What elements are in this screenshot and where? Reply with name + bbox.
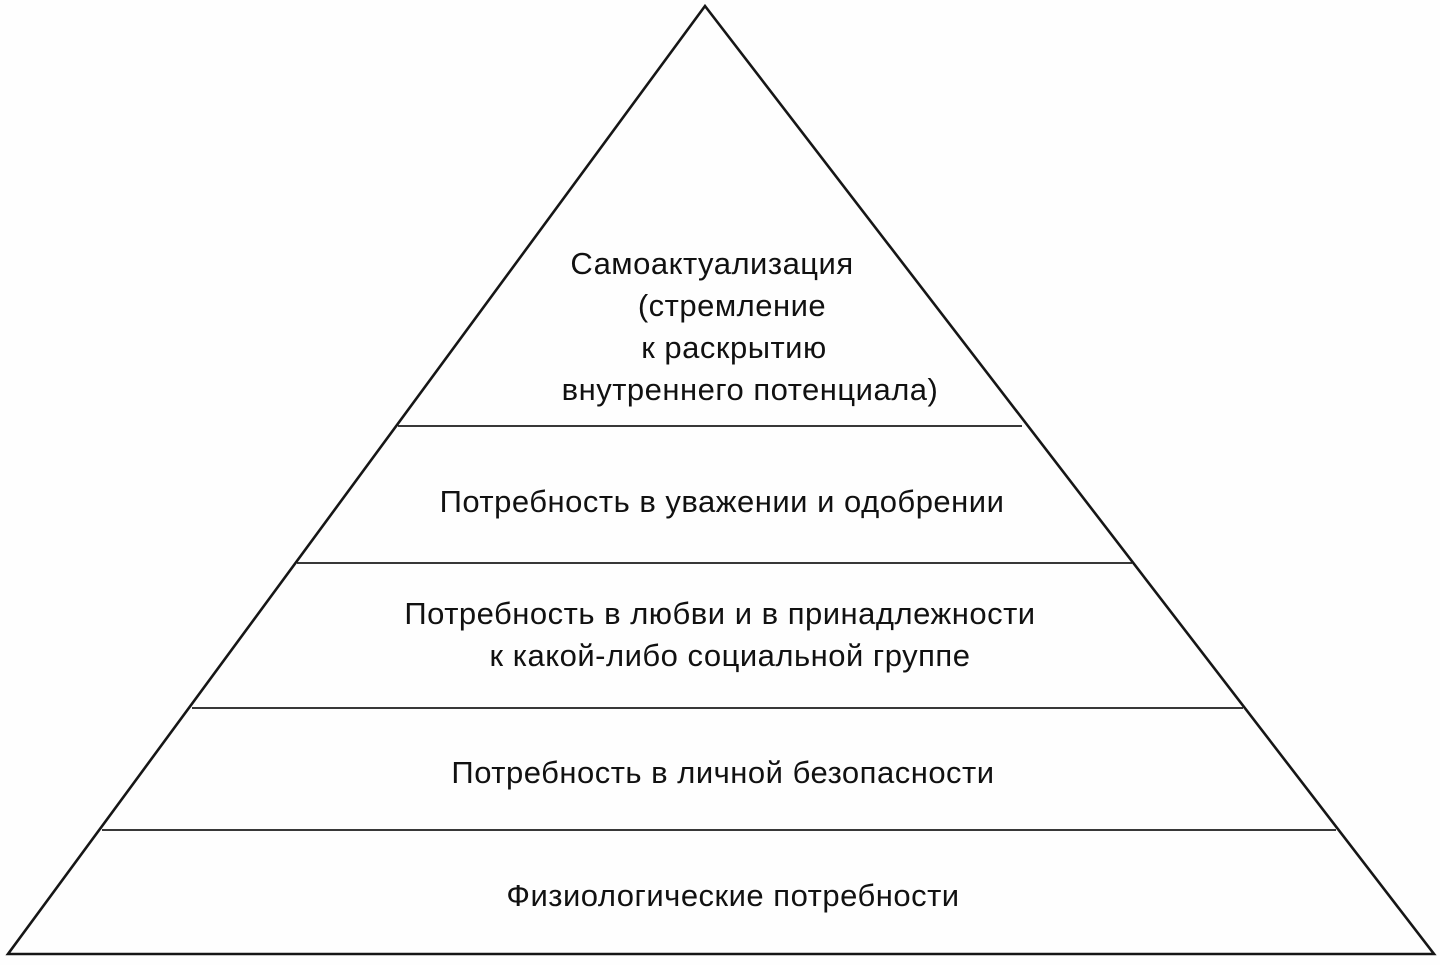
- level-love-belonging-label-line-1: Потребность в любви и в принадлежности: [404, 596, 1035, 631]
- level-esteem-label: Потребность в уважении и одобрении: [440, 484, 1005, 519]
- level-self-actualization-label-line-2: (стремление: [638, 288, 826, 323]
- level-self-actualization-label-line-1: Самоактуализация: [570, 246, 853, 281]
- level-safety-label: Потребность в личной безопасности: [451, 755, 994, 790]
- level-love-belonging-label-line-2: к какой-либо социальной группе: [490, 638, 971, 673]
- level-self-actualization-label-line-4: внутреннего потенциала): [562, 372, 939, 407]
- level-physiological-label: Физиологические потребности: [506, 878, 959, 913]
- pyramid-outline: [5, 3, 1437, 956]
- level-self-actualization-label-line-3: к раскрытию: [641, 330, 827, 365]
